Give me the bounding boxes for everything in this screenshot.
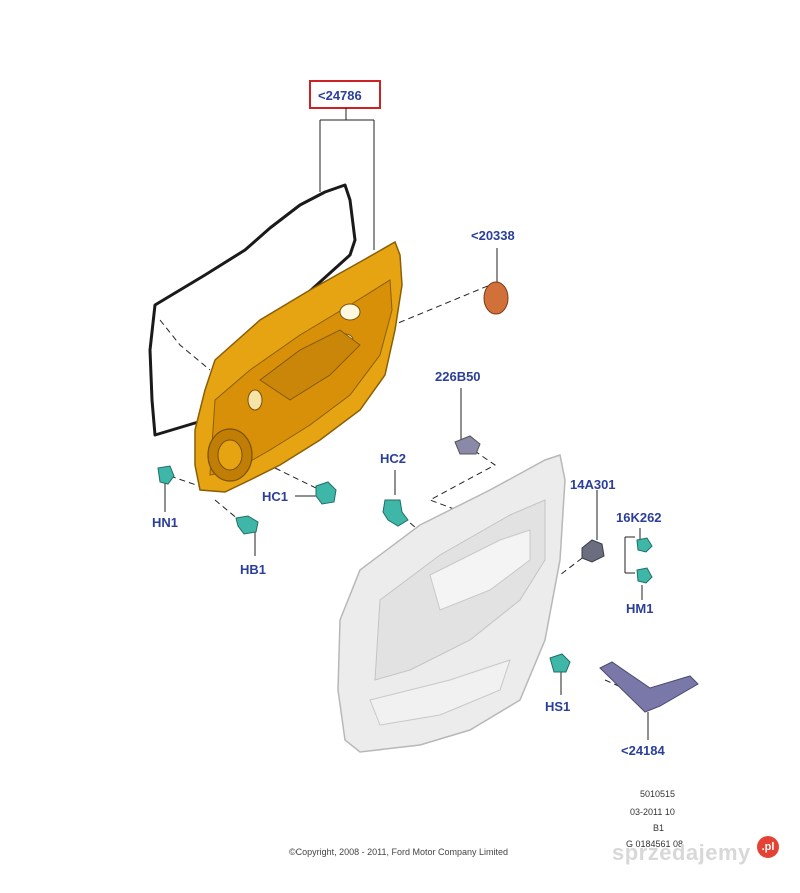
label-hs1[interactable]: HS1 bbox=[545, 699, 570, 714]
clip-hn1[interactable] bbox=[157, 465, 175, 485]
clip-hm1[interactable] bbox=[636, 567, 653, 584]
door-module-panel[interactable] bbox=[194, 240, 403, 493]
label-hb1[interactable]: HB1 bbox=[240, 562, 266, 577]
clip-226b50[interactable] bbox=[454, 435, 481, 455]
label-24184[interactable]: <24184 bbox=[621, 743, 666, 758]
watermark-badge: .pl bbox=[757, 836, 779, 858]
door-seal bbox=[148, 183, 357, 437]
main-part-highlight-box bbox=[309, 80, 381, 109]
part-14a301[interactable] bbox=[581, 539, 605, 563]
label-hn1[interactable]: HN1 bbox=[152, 515, 178, 530]
label-hm1[interactable]: HM1 bbox=[626, 601, 653, 616]
label-14a301[interactable]: 14A301 bbox=[570, 477, 616, 492]
leader-lines bbox=[164, 108, 649, 740]
meta-line-3: B1 bbox=[653, 823, 664, 833]
clip-16k262[interactable] bbox=[636, 537, 653, 553]
clip-hb1[interactable] bbox=[235, 515, 259, 535]
clip-hc1[interactable] bbox=[315, 481, 337, 505]
meta-line-2: 03-2011 10 bbox=[630, 807, 675, 817]
label-20338[interactable]: <20338 bbox=[471, 228, 515, 243]
label-24786[interactable]: <24786 bbox=[318, 88, 362, 103]
label-hc2[interactable]: HC2 bbox=[380, 451, 406, 466]
door-trim-panel[interactable] bbox=[337, 454, 566, 753]
label-16k262[interactable]: 16K262 bbox=[616, 510, 662, 525]
door-pull-handle-24184[interactable] bbox=[599, 661, 699, 713]
label-226b50[interactable]: 226B50 bbox=[435, 369, 481, 384]
label-hc1[interactable]: HC1 bbox=[262, 489, 288, 504]
meta-line-4: G 0184561 08 bbox=[626, 839, 683, 849]
watermark-text: sprzedajemy bbox=[612, 840, 751, 865]
drawing-metadata: 5010515 03-2011 10 B1 G 0184561 08 bbox=[626, 789, 683, 849]
plug-20338[interactable] bbox=[483, 281, 509, 315]
clip-hc2[interactable] bbox=[382, 499, 409, 527]
copyright-text: ©Copyright, 2008 - 2011, Ford Motor Comp… bbox=[289, 847, 508, 857]
clip-hs1[interactable] bbox=[549, 653, 571, 673]
meta-line-1: 5010515 bbox=[640, 789, 675, 799]
